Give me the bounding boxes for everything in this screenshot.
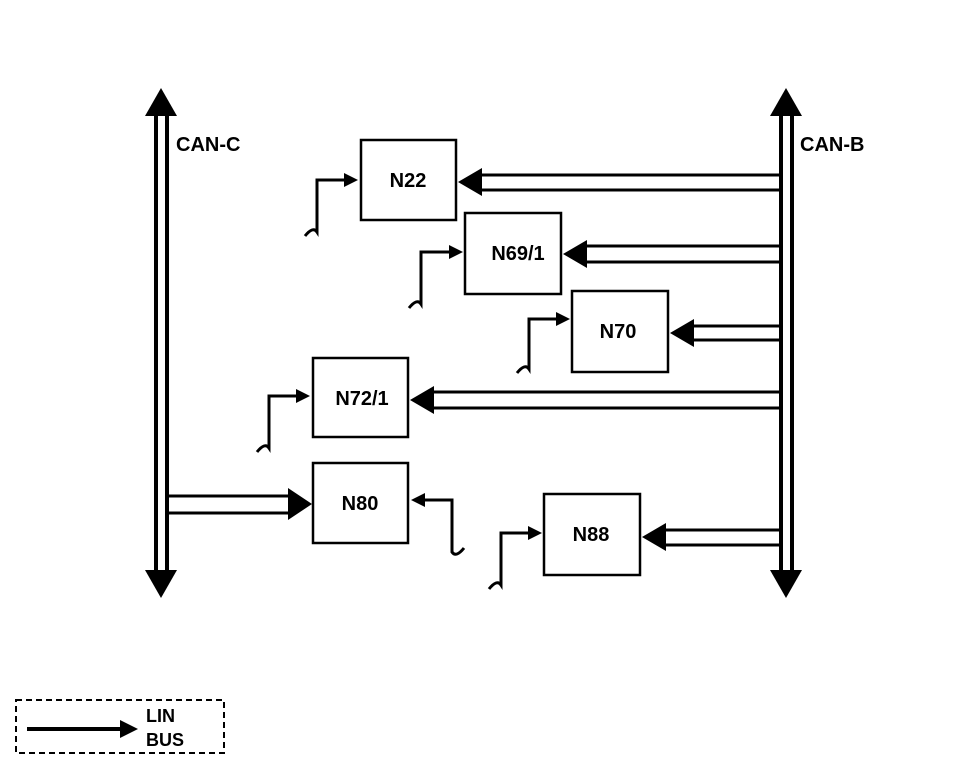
lin-stub-n69-1 xyxy=(407,245,463,309)
node-n70: N70 xyxy=(570,289,670,374)
node-n22: N22 xyxy=(359,138,458,222)
node-n88: N88 xyxy=(542,492,642,577)
node-n88-label: N88 xyxy=(573,524,610,546)
can-b-bottom-arrow xyxy=(770,570,802,598)
arrow-into-n69-1 xyxy=(563,240,587,268)
node-n69-1-label: N69/1 xyxy=(491,243,544,265)
node-n69-1: N69/1 xyxy=(463,211,563,296)
legend: LIN BUS xyxy=(15,699,225,754)
legend-lin-arrow xyxy=(120,720,138,738)
can-c-label: CAN-C xyxy=(176,134,240,156)
lin-stub-n72-1 xyxy=(255,389,310,453)
can-c-bus xyxy=(145,88,177,598)
can-b-label: CAN-B xyxy=(800,134,864,156)
can-c-bottom-arrow xyxy=(145,570,177,598)
arrow-into-n70 xyxy=(670,319,694,347)
node-n22-label: N22 xyxy=(390,170,427,192)
can-c-branch xyxy=(167,488,312,520)
node-n80-label: N80 xyxy=(342,493,379,515)
node-n72-1-label: N72/1 xyxy=(335,388,388,410)
can-c-top-arrow xyxy=(145,88,177,116)
node-n70-label: N70 xyxy=(600,321,637,343)
legend-line1: LIN xyxy=(146,706,175,726)
can-b-branches xyxy=(410,168,783,551)
lin-stub-n80 xyxy=(411,493,466,556)
arrow-into-n72-1 xyxy=(410,386,434,414)
arrow-into-n88 xyxy=(642,523,666,551)
can-b-bus xyxy=(770,88,802,598)
arrow-into-n80 xyxy=(288,488,312,520)
legend-box xyxy=(15,699,225,754)
lin-stub-n88 xyxy=(487,526,542,590)
arrow-into-n22 xyxy=(458,168,482,196)
lin-stub-n22 xyxy=(303,173,358,237)
legend-line2: BUS xyxy=(146,730,184,750)
lin-stub-n70 xyxy=(515,312,570,374)
can-b-top-arrow xyxy=(770,88,802,116)
node-n80: N80 xyxy=(311,461,410,545)
node-n72-1: N72/1 xyxy=(311,356,410,439)
lin-stubs xyxy=(255,173,570,590)
